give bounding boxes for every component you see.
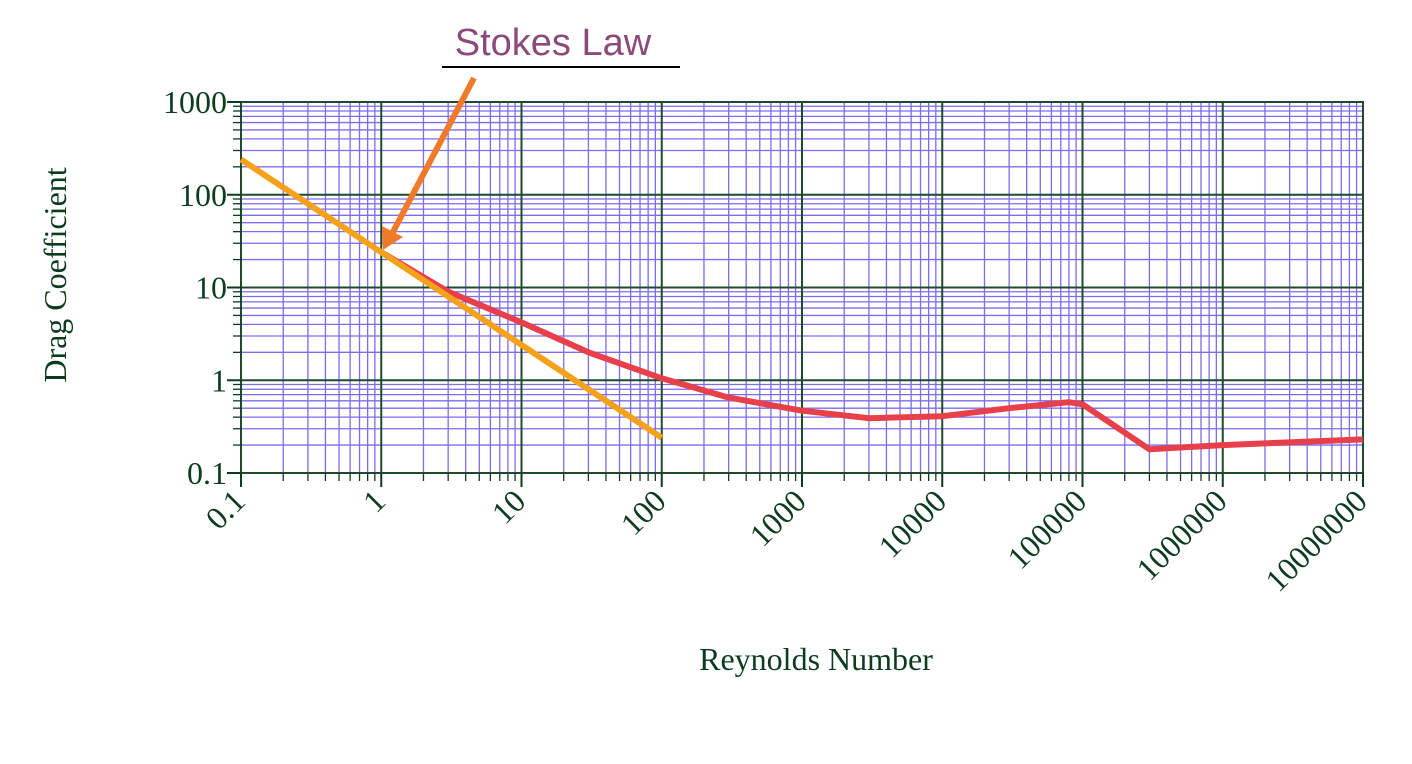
stokes-law-arrow bbox=[390, 76, 477, 234]
y-tick-label: 1000 bbox=[163, 84, 227, 120]
x-tick-label: 1000000 bbox=[1129, 482, 1234, 587]
x-tick-label: 10000000 bbox=[1258, 482, 1374, 598]
y-tick-label: 1 bbox=[211, 362, 227, 398]
stokes-law-line bbox=[239, 156, 664, 441]
y-tick-label: 100 bbox=[179, 177, 227, 213]
x-tick-label: 1000 bbox=[742, 482, 813, 553]
y-tick-labels: 0.1 1 10 100 1000 bbox=[163, 84, 227, 491]
x-tick-label: 1 bbox=[355, 482, 392, 519]
drag-curve-line bbox=[379, 249, 1364, 453]
y-axis-title: Drag Coefficient bbox=[37, 167, 73, 382]
stokes-law-label: Stokes Law bbox=[455, 22, 652, 64]
x-tick-label: 10 bbox=[484, 482, 532, 530]
x-axis-title: Reynolds Number bbox=[699, 641, 933, 677]
x-tick-label: 10000 bbox=[871, 482, 953, 564]
y-tick-label: 10 bbox=[195, 270, 227, 306]
stokes-law-arrowhead bbox=[382, 226, 403, 250]
y-tick-label: 0.1 bbox=[187, 455, 227, 491]
axis-ticks bbox=[227, 101, 1364, 487]
series-layer bbox=[239, 156, 1364, 453]
stokes-law-annotation: Stokes Law bbox=[382, 22, 680, 250]
x-tick-label: 100000 bbox=[1000, 482, 1093, 575]
x-tick-label: 100 bbox=[613, 482, 672, 541]
